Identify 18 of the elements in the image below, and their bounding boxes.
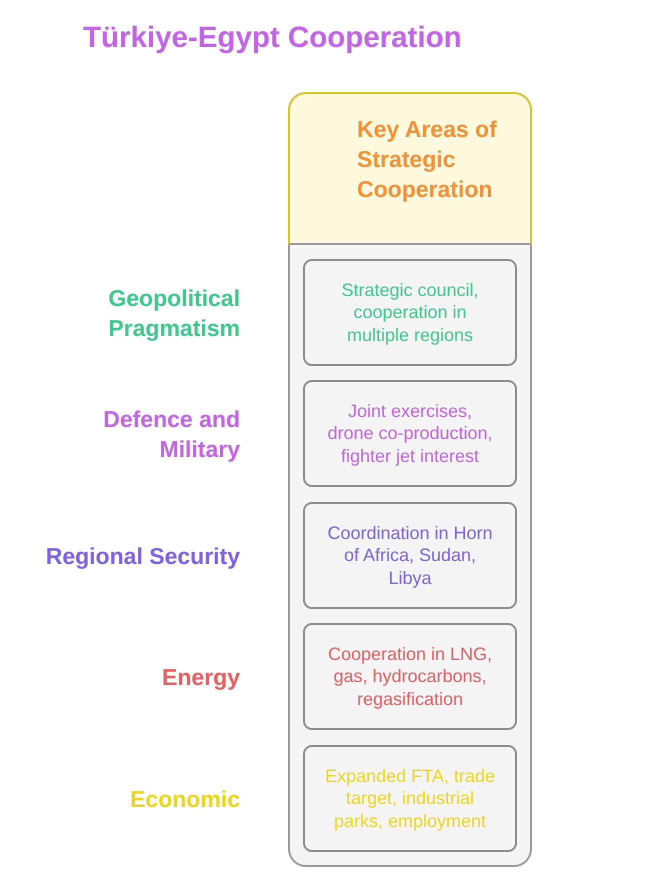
area-card: [303, 259, 517, 366]
category-label: Defence and Military: [102, 404, 240, 464]
area-card: [303, 745, 517, 852]
category-label: Geopolitical Pragmatism: [107, 284, 240, 342]
column-panel: [288, 92, 532, 867]
title: Türkiye-Egypt Cooperation: [83, 20, 462, 56]
category-label: Economic: [129, 784, 240, 814]
panel-heading: Key Areas of Strategic Cooperation: [357, 115, 498, 204]
category-label: Energy: [161, 662, 240, 692]
area-card: [303, 380, 517, 487]
area-card: [303, 623, 517, 730]
category-label: Regional Security: [44, 542, 240, 570]
card-text: Joint exercises, drone co-production, fighter jet interest: [326, 400, 494, 468]
card-text: Strategic council, cooperation in multiple regions: [340, 278, 480, 346]
card-text: Coordination in Horn of Africa, Sudan, Libya: [326, 522, 494, 590]
card-text: Cooperation in LNG, gas, hydrocarbons, regasification: [326, 642, 494, 710]
card-text: Expanded FTA, trade target, industrial parks, employment: [325, 764, 495, 832]
area-card: [303, 502, 517, 609]
